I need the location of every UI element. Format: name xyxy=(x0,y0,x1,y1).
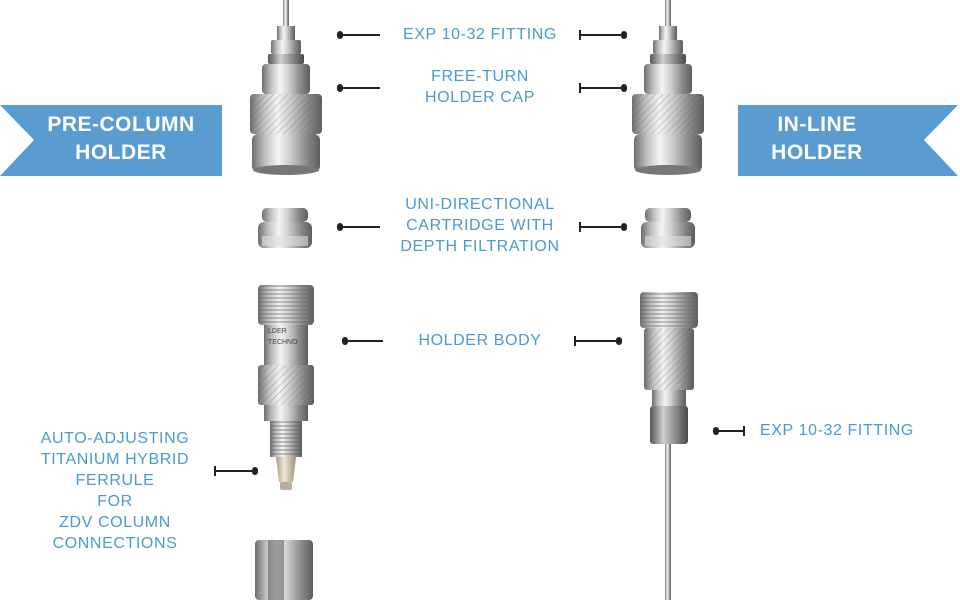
leader-cartridge-right xyxy=(579,222,627,232)
engraving-line-2: TECHNO xyxy=(268,339,298,346)
holder-body-right xyxy=(640,292,698,444)
cartridge-line-2: CARTRIDGE WITH xyxy=(406,217,554,234)
in-line-line-2: HOLDER xyxy=(771,141,863,164)
leader-holder-body-right xyxy=(574,336,622,346)
callout-fitting-right: EXP 10-32 FITTING xyxy=(760,422,914,439)
holder-cap-line-2: HOLDER CAP xyxy=(424,89,536,106)
in-line-banner xyxy=(738,105,958,176)
leader-cartridge-left xyxy=(337,223,380,231)
tubing-top-right xyxy=(665,0,671,26)
tubing-bottom-right xyxy=(665,444,671,600)
leader-ferrule xyxy=(214,466,258,476)
leader-fitting-right xyxy=(716,430,744,432)
pre-column-assembly xyxy=(250,0,322,600)
cartridge-line-1: UNI-DIRECTIONAL xyxy=(405,196,555,213)
column-end-left xyxy=(255,540,313,600)
in-line-banner-label: IN-LINE HOLDER xyxy=(742,111,892,167)
ferrule-line-2: TITANIUM HYBRID xyxy=(40,451,190,468)
ferrule-line-5: ZDV COLUMN xyxy=(59,514,171,531)
cartridge-line-3: DEPTH FILTRATION xyxy=(400,238,560,255)
cartridge-right xyxy=(641,208,695,248)
pre-column-line-1: PRE-COLUMN xyxy=(47,113,195,136)
holder-cap-line-1: FREE-TURN xyxy=(431,68,529,85)
in-line-assembly xyxy=(632,0,704,600)
ferrule-line-1: AUTO-ADJUSTING xyxy=(40,430,190,447)
fitting-top-left xyxy=(268,26,304,64)
holder-cap-left xyxy=(250,64,322,175)
ferrule-line-4: FOR xyxy=(97,493,133,510)
pre-column-banner xyxy=(0,105,222,176)
fitting-top-right xyxy=(650,26,686,64)
callout-ferrule: AUTO-ADJUSTING TITANIUM HYBRID FERRULE F… xyxy=(20,428,210,554)
holder-body-left xyxy=(258,285,314,490)
ferrule-line-6: CONNECTIONS xyxy=(52,535,178,552)
tubing-top-left xyxy=(283,0,289,26)
ferrule-line-3: FERRULE xyxy=(75,472,155,489)
callout-holder-cap: FREE-TURN HOLDER CAP xyxy=(400,66,560,108)
in-line-line-1: IN-LINE xyxy=(777,113,857,136)
leader-fitting-top-right xyxy=(579,30,627,40)
holder-cap-right xyxy=(632,64,704,175)
leader-fitting-top-left xyxy=(337,31,380,39)
leader-holder-body-left xyxy=(342,337,383,345)
callout-cartridge: UNI-DIRECTIONAL CARTRIDGE WITH DEPTH FIL… xyxy=(385,194,575,257)
pre-column-line-2: HOLDER xyxy=(75,141,167,164)
leader-holder-cap-right xyxy=(579,83,627,93)
engraving-line-1: LDER xyxy=(268,328,287,335)
pre-column-banner-label: PRE-COLUMN HOLDER xyxy=(28,111,214,167)
callout-fitting-top: EXP 10-32 FITTING xyxy=(403,26,557,43)
cartridge-left xyxy=(258,208,312,248)
leader-holder-cap-left xyxy=(337,84,380,92)
callout-holder-body: HOLDER BODY xyxy=(418,332,542,349)
